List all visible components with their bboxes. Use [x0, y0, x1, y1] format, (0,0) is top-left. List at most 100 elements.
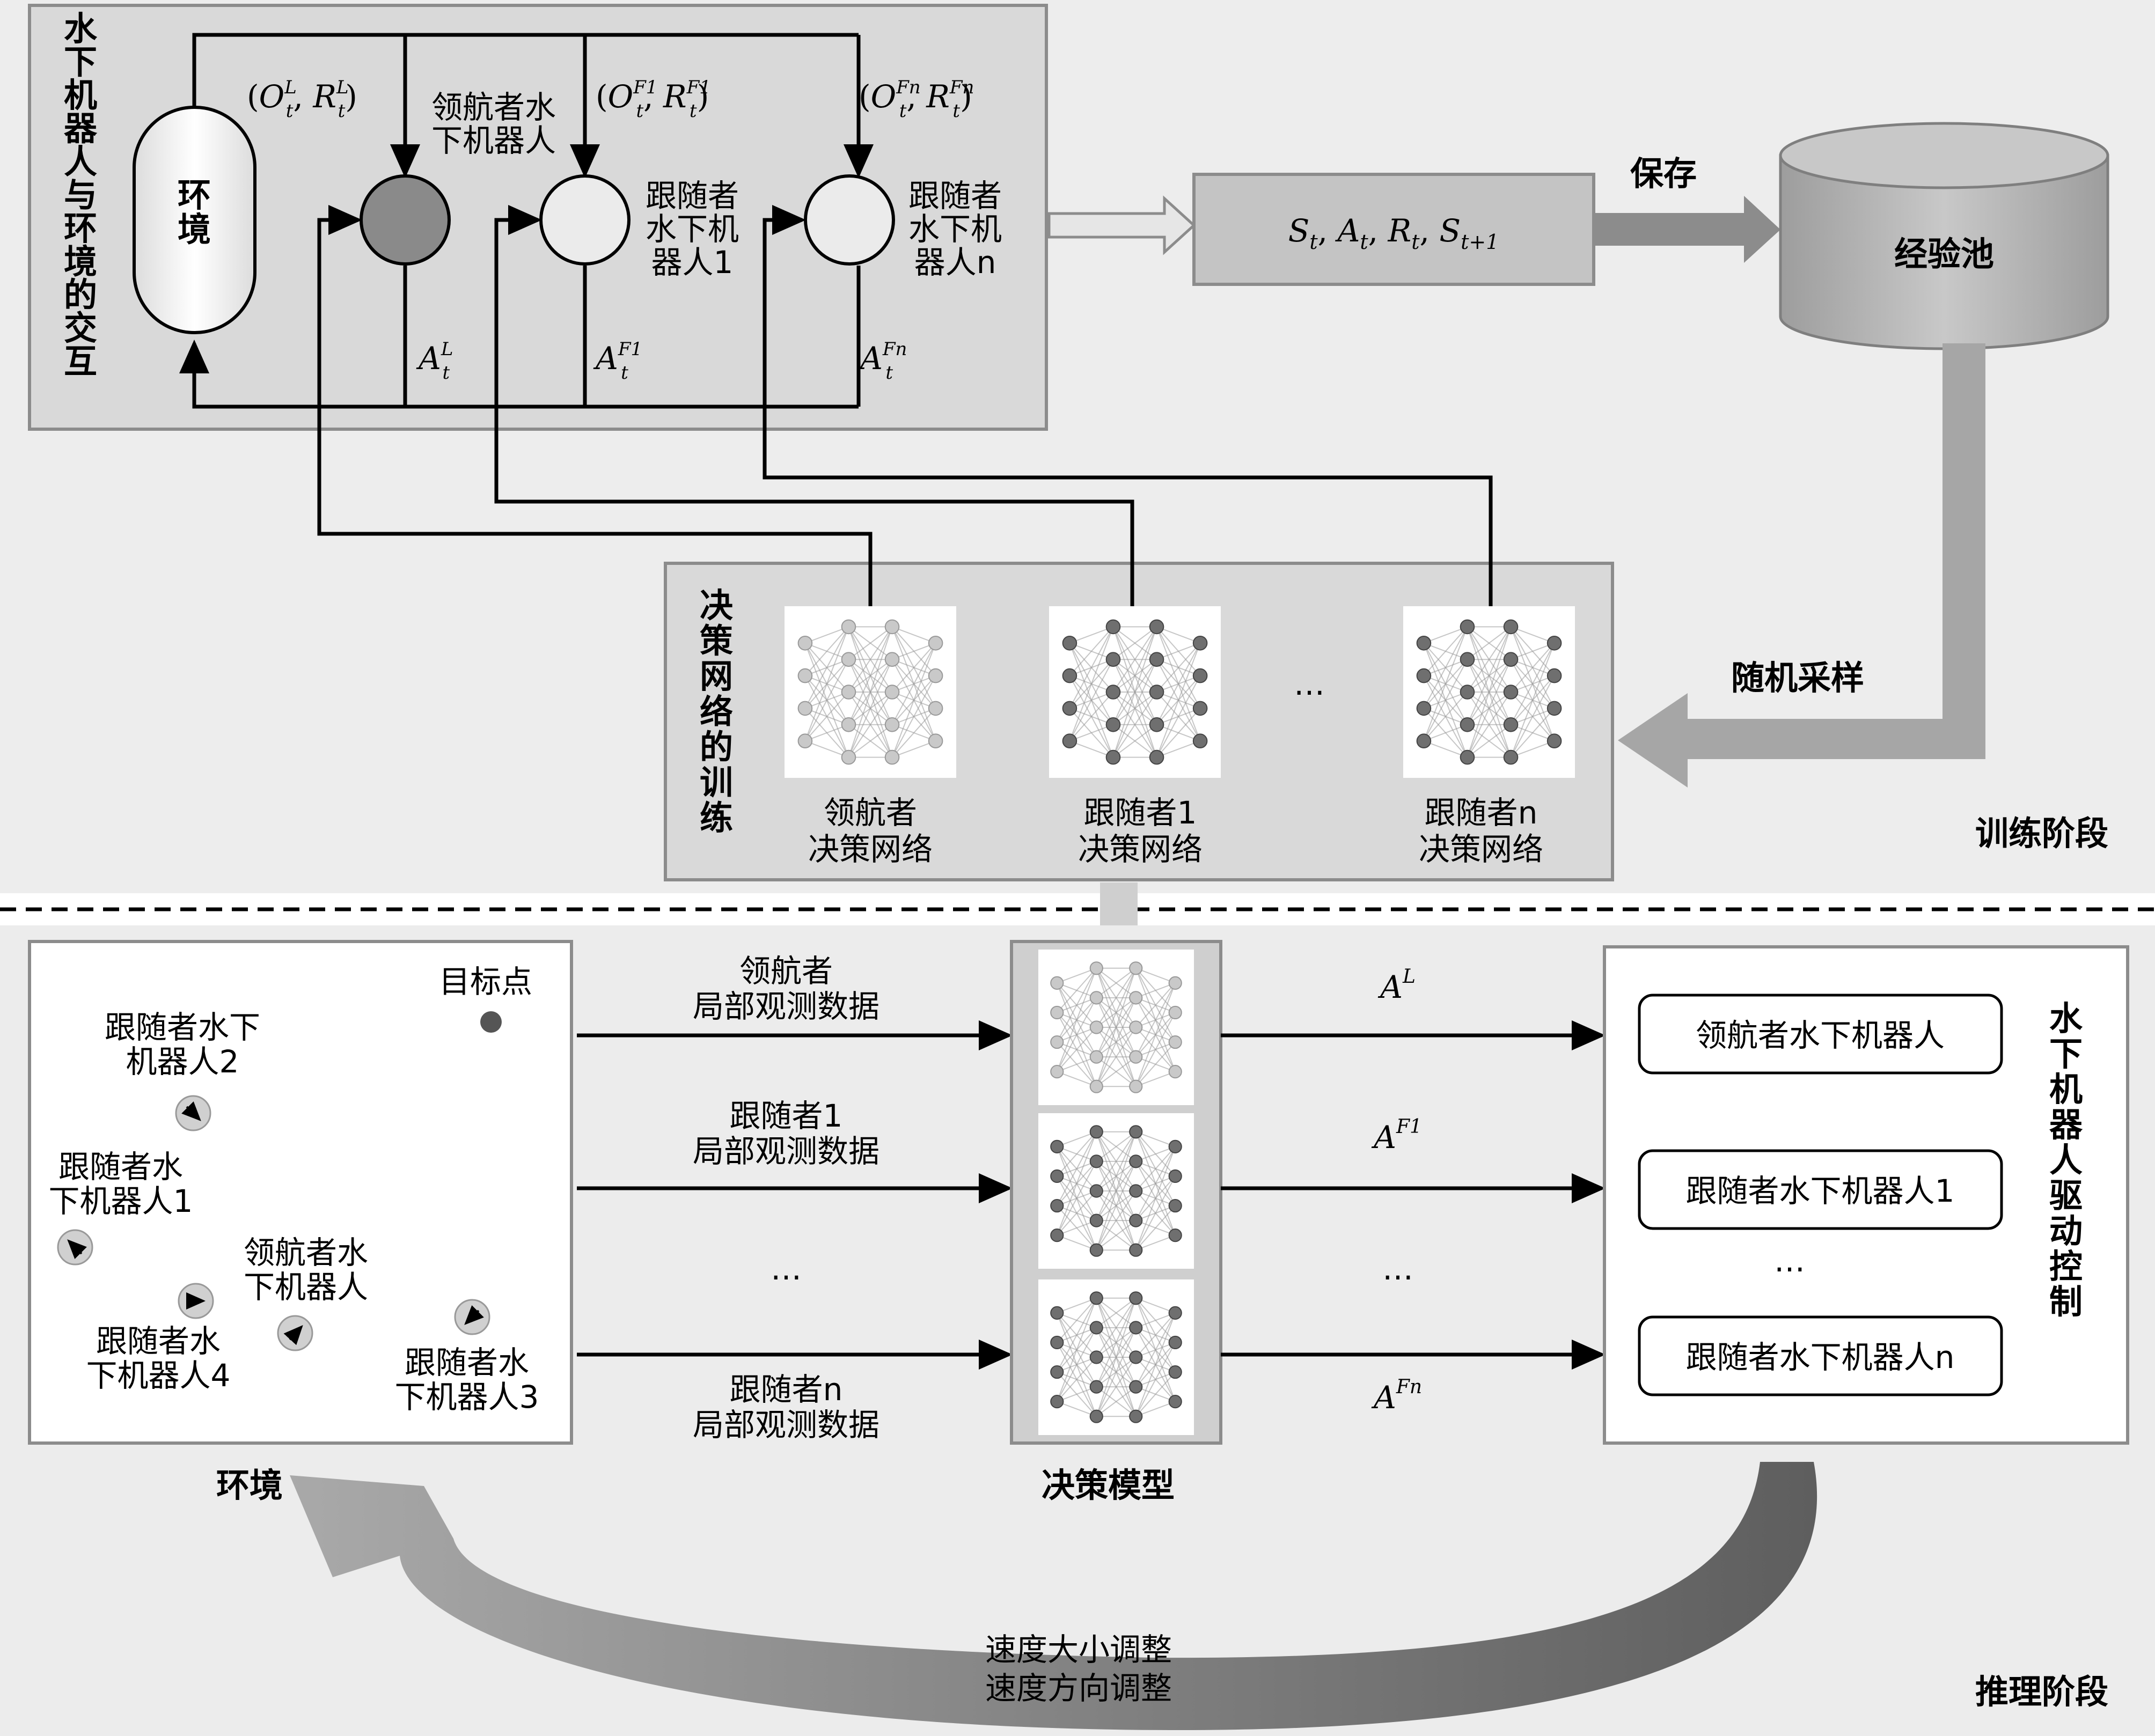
network-node	[1168, 1005, 1182, 1020]
network-node	[1105, 749, 1121, 765]
network-edge	[1424, 724, 1468, 742]
network-node	[1089, 1409, 1103, 1423]
drive-follower1-box	[1638, 1149, 2003, 1230]
followern-network-icon	[1403, 606, 1575, 778]
network-node	[1089, 1050, 1103, 1064]
network-node	[1089, 1243, 1103, 1257]
network-edge	[1057, 1220, 1097, 1236]
model-followern-network-icon	[1038, 1279, 1194, 1435]
network-node	[1050, 976, 1064, 990]
network-node	[1050, 1395, 1064, 1409]
network-node	[1168, 1139, 1182, 1153]
network-node	[1168, 1198, 1182, 1213]
network-node	[797, 668, 813, 683]
network-edge	[1096, 1298, 1137, 1328]
network-node	[1168, 1306, 1182, 1320]
network-edge	[805, 626, 849, 644]
network-node	[797, 701, 813, 716]
network-node	[1546, 733, 1562, 748]
network-edge	[1056, 968, 1097, 1072]
leader-action-label: ALt​	[416, 339, 453, 384]
network-edge	[891, 708, 936, 758]
network-edge	[1156, 643, 1201, 693]
network-node	[1460, 652, 1475, 667]
network-edge	[1135, 1146, 1176, 1221]
network-edge	[1156, 708, 1201, 758]
network-edge	[1069, 659, 1114, 741]
model-leader-network-icon	[1038, 950, 1194, 1105]
network-node	[1546, 668, 1562, 683]
network-node	[1129, 1321, 1143, 1335]
network-node	[928, 668, 943, 683]
network-node	[1129, 1291, 1143, 1305]
network-node	[797, 733, 813, 748]
network-edge	[1096, 1298, 1137, 1358]
network-edge	[1096, 1056, 1137, 1087]
save-label: 保存	[1630, 154, 1697, 193]
network-node	[1168, 1395, 1182, 1409]
network-node	[1149, 619, 1164, 635]
network-edge	[1096, 1386, 1137, 1417]
network-node	[1149, 652, 1164, 667]
feedback-curve-arrow	[290, 1462, 1817, 1730]
network-node	[841, 717, 856, 732]
random-sample-arrow	[1618, 343, 1985, 788]
network-node	[841, 749, 856, 765]
drive-leader-label: 领航者水下机器人	[1696, 1017, 1945, 1054]
network-edge	[1135, 1041, 1176, 1087]
network-node	[1105, 717, 1121, 732]
network-edge	[1135, 1371, 1176, 1417]
network-node	[1503, 749, 1519, 765]
network-edge	[1135, 1071, 1176, 1087]
network-edge	[1096, 1220, 1137, 1250]
network-edge	[1057, 1071, 1097, 1087]
network-edge	[1057, 967, 1097, 984]
model-follower1-network-icon	[1038, 1113, 1194, 1269]
network-edge	[1057, 1027, 1097, 1072]
robot-label: 跟随者水下机器人3	[395, 1344, 539, 1415]
network-edge	[1467, 692, 1512, 758]
network-edge	[1135, 1312, 1176, 1417]
robot-heading-arrow	[283, 1325, 303, 1345]
network-edge	[1096, 1357, 1137, 1417]
network-edge	[1069, 724, 1113, 742]
interaction-title: 水下机器人与环境的交互	[64, 9, 98, 381]
network-node	[928, 636, 943, 651]
robot-heading-arrow	[181, 1101, 201, 1121]
network-edge	[1135, 1146, 1176, 1162]
network-edge	[1057, 968, 1097, 1013]
network-edge	[804, 627, 849, 741]
network-node	[1089, 1321, 1103, 1335]
network-edge	[1112, 659, 1157, 758]
network-edge	[1467, 626, 1512, 725]
environment-label: 环境	[178, 175, 211, 249]
follower1-policy-wire	[494, 205, 1134, 606]
network-node	[1089, 1079, 1103, 1093]
follower1-action-output: AF1​	[1371, 1116, 1422, 1156]
network-node	[1460, 717, 1475, 732]
network-node	[1050, 1229, 1064, 1242]
network-edge	[1096, 1298, 1137, 1387]
inference-stage-label: 推理阶段	[1975, 1672, 2108, 1711]
network-edge	[1135, 1312, 1176, 1358]
network-edge	[1096, 1131, 1137, 1250]
network-edge	[1135, 1401, 1176, 1417]
network-node	[1129, 1125, 1143, 1139]
network-node	[1089, 1291, 1103, 1305]
network-edge	[1069, 626, 1114, 676]
network-node	[1129, 961, 1143, 975]
network-node	[1460, 619, 1475, 635]
network-edge	[1057, 1131, 1097, 1147]
network-node	[1149, 749, 1164, 765]
network-edge	[1056, 997, 1097, 1072]
network-node	[1050, 1005, 1064, 1020]
network-node	[884, 619, 900, 635]
experience-pool-label: 经验池	[1894, 234, 1994, 274]
network-node	[1129, 1184, 1143, 1198]
